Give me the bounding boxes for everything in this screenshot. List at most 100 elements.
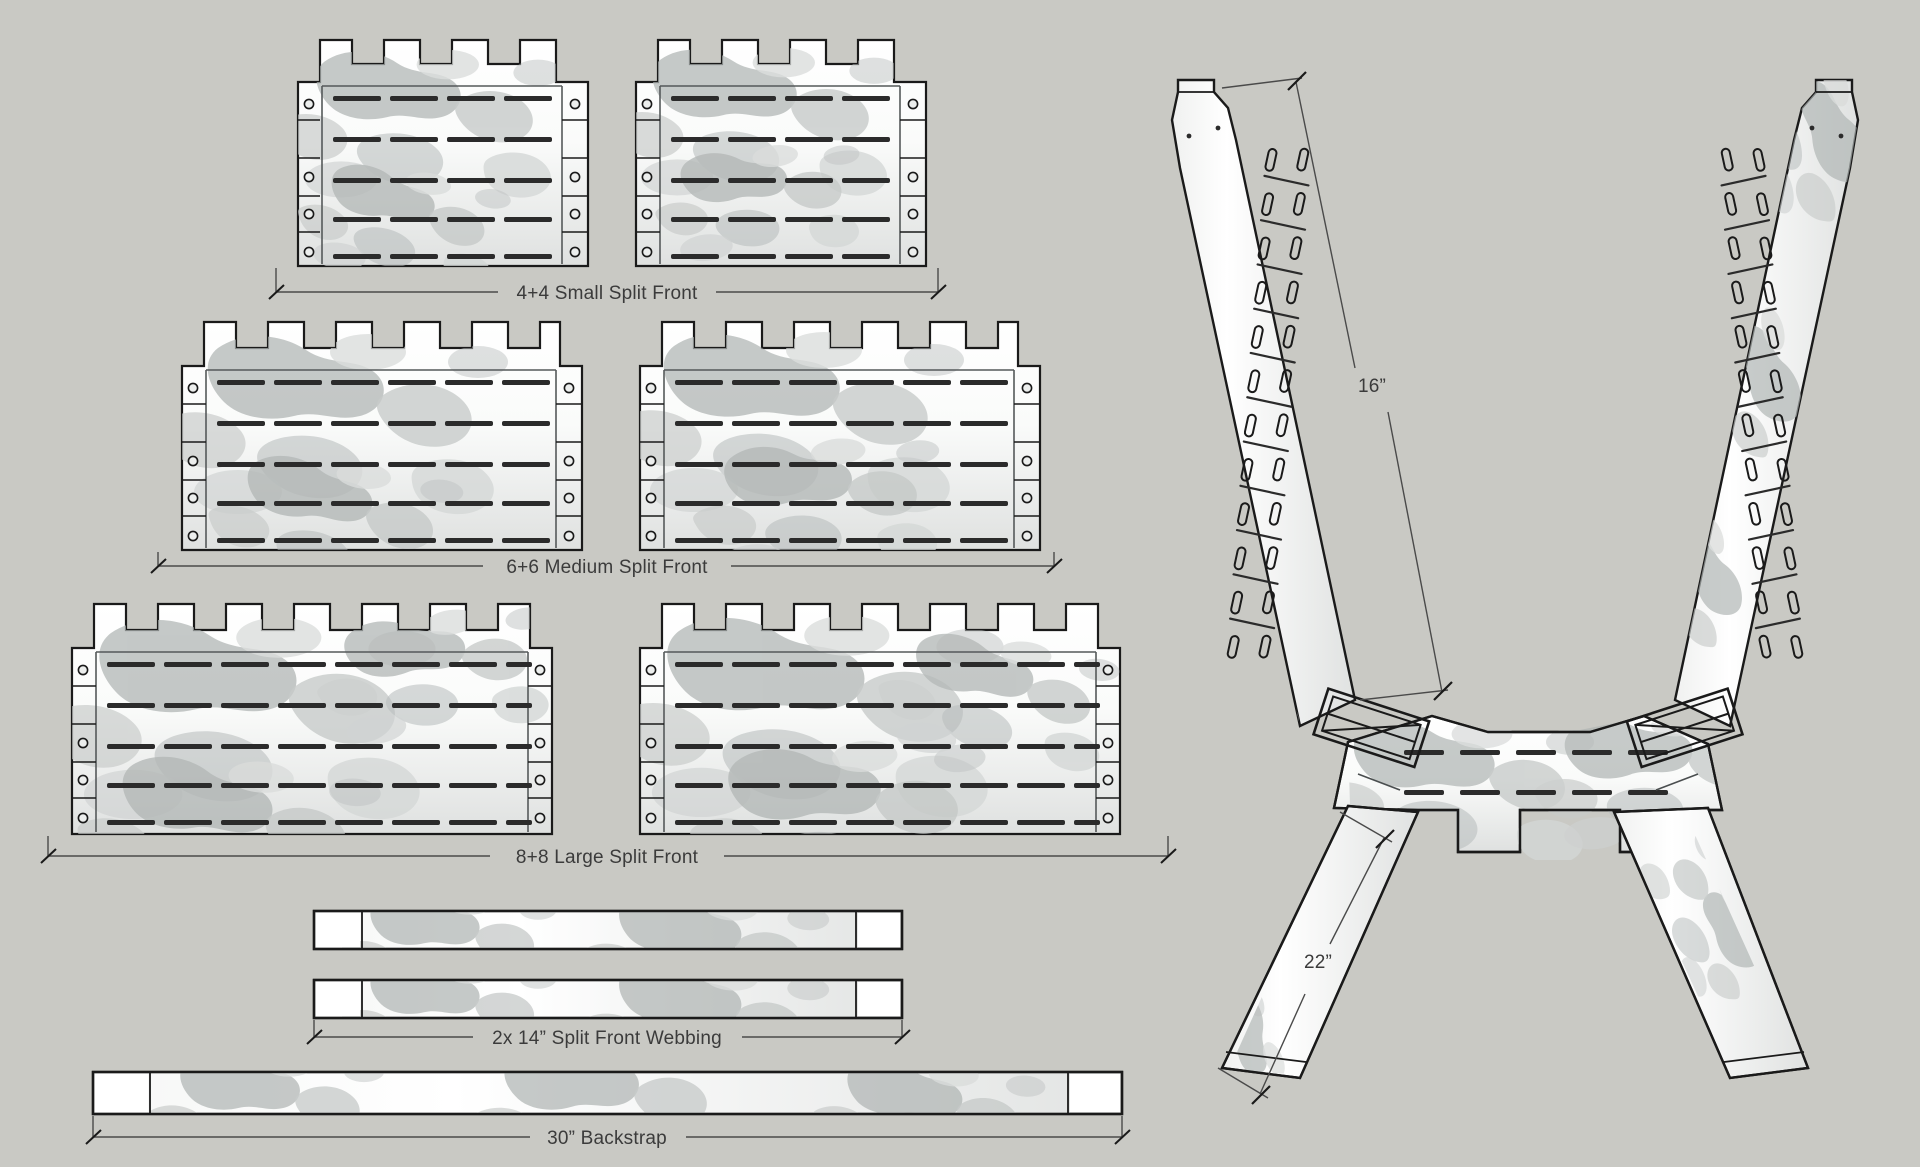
pals-row: [217, 380, 550, 385]
extension-line: [1221, 77, 1303, 89]
grommet: [645, 455, 657, 467]
dimension-tick: [930, 284, 947, 300]
tail-end-seam: [1723, 1051, 1805, 1063]
pals-row: [217, 501, 550, 506]
pals-row: [671, 254, 890, 259]
backstrap-group: 30” Backstrap: [85, 1070, 1131, 1149]
dimension-webbing: 2x 14” Split Front Webbing: [306, 1020, 911, 1049]
dimension-tick: [150, 558, 167, 574]
pals-row: [671, 96, 890, 101]
strap-end-cap: [316, 913, 360, 947]
dimension-tick: [1160, 848, 1177, 864]
pals-row: [671, 137, 890, 142]
pals-row: [107, 662, 532, 667]
side-flaps-right: [556, 382, 582, 542]
side-flaps-right: [1096, 664, 1120, 824]
dimension-label-16in: 16”: [1358, 376, 1386, 397]
side-flaps-right: [528, 664, 552, 824]
grommet: [645, 530, 657, 542]
grommet: [563, 455, 575, 467]
pals-row: [333, 96, 552, 101]
pals-slot-rows: [675, 662, 1100, 825]
dimension-backstrap: 30” Backstrap: [85, 1116, 1131, 1149]
grommet: [77, 737, 89, 749]
side-flaps-left: [298, 98, 320, 258]
grommet: [303, 208, 315, 220]
grommet: [563, 492, 575, 504]
grommet: [187, 382, 199, 394]
grommet: [641, 208, 653, 220]
grommet: [645, 492, 657, 504]
grommet: [641, 171, 653, 183]
pals-row: [675, 421, 1008, 426]
pals-row: [333, 178, 552, 183]
webbing-label: 2x 14” Split Front Webbing: [492, 1028, 722, 1049]
pals-row: [675, 462, 1008, 467]
strap-end-cap: [858, 982, 900, 1016]
y-harness: 16” 22”: [1170, 71, 1860, 1105]
dimension-tick: [1251, 1085, 1271, 1105]
grommet: [1021, 530, 1033, 542]
grommet: [645, 664, 657, 676]
grommet: [187, 530, 199, 542]
pals-row: [675, 501, 1008, 506]
grommet: [303, 246, 315, 258]
backstrap-label: 30” Backstrap: [547, 1128, 667, 1149]
extension-line: [1359, 689, 1449, 701]
strap-slot-ladder: [1720, 147, 1804, 659]
grommet: [1102, 774, 1114, 786]
pals-row: [217, 421, 550, 426]
pals-row: [107, 703, 532, 708]
dimension-tick: [894, 1029, 911, 1045]
strap-end-cap: [858, 913, 900, 947]
grommet: [187, 492, 199, 504]
panel-label-large: 8+8 Large Split Front: [516, 847, 699, 868]
grommet: [534, 664, 546, 676]
pin-mark: [1838, 133, 1844, 139]
dimension-tick: [40, 848, 57, 864]
pals-row: [675, 703, 1100, 708]
side-flaps-right: [562, 98, 588, 258]
dimension-tick: [1433, 681, 1453, 701]
strap-end-cap: [95, 1074, 148, 1112]
grommet: [563, 530, 575, 542]
harness-buckle-box-right: [1625, 686, 1745, 769]
grommet: [1102, 737, 1114, 749]
pin-mark: [1215, 125, 1221, 131]
grommet: [645, 382, 657, 394]
pals-row: [675, 380, 1008, 385]
pals-slot-rows: [333, 96, 552, 259]
dimension-tick: [1046, 558, 1063, 574]
grommet: [907, 171, 919, 183]
dimension-medium-split-front: 6+6 Medium Split Front: [150, 552, 1063, 578]
strap-body: [1170, 78, 1357, 728]
grommet: [534, 812, 546, 824]
pals-row: [675, 538, 1008, 543]
dimension-tick: [85, 1129, 102, 1145]
strap-slot-ladder: [1226, 147, 1310, 659]
dimension-large-split-front: 8+8 Large Split Front: [40, 836, 1177, 868]
grommet: [569, 171, 581, 183]
harness-buckle-box-left: [1311, 686, 1431, 769]
panel-large-right-half: [638, 602, 1122, 836]
side-flaps-right: [1014, 382, 1040, 542]
panel-label-small: 4+4 Small Split Front: [516, 283, 698, 304]
panel-small-split-front: 4+4 Small Split Front: [268, 38, 947, 304]
pals-row: [217, 538, 550, 543]
split-front-webbing-group: 2x 14” Split Front Webbing: [306, 909, 911, 1049]
pals-row: [107, 783, 532, 788]
side-flaps-right: [900, 98, 926, 258]
panel-label-medium: 6+6 Medium Split Front: [506, 557, 708, 578]
pals-row: [675, 662, 1100, 667]
pals-slot-rows: [675, 380, 1008, 543]
grommet: [645, 774, 657, 786]
pals-row: [675, 744, 1100, 749]
side-flaps-left: [636, 98, 660, 258]
stitch-hint-line: [1357, 773, 1699, 791]
side-flaps-left: [640, 382, 664, 542]
grommet: [77, 774, 89, 786]
side-flaps-left: [182, 382, 206, 542]
dimension-label-22in: 22”: [1304, 952, 1332, 973]
pals-row: [1404, 790, 1668, 795]
